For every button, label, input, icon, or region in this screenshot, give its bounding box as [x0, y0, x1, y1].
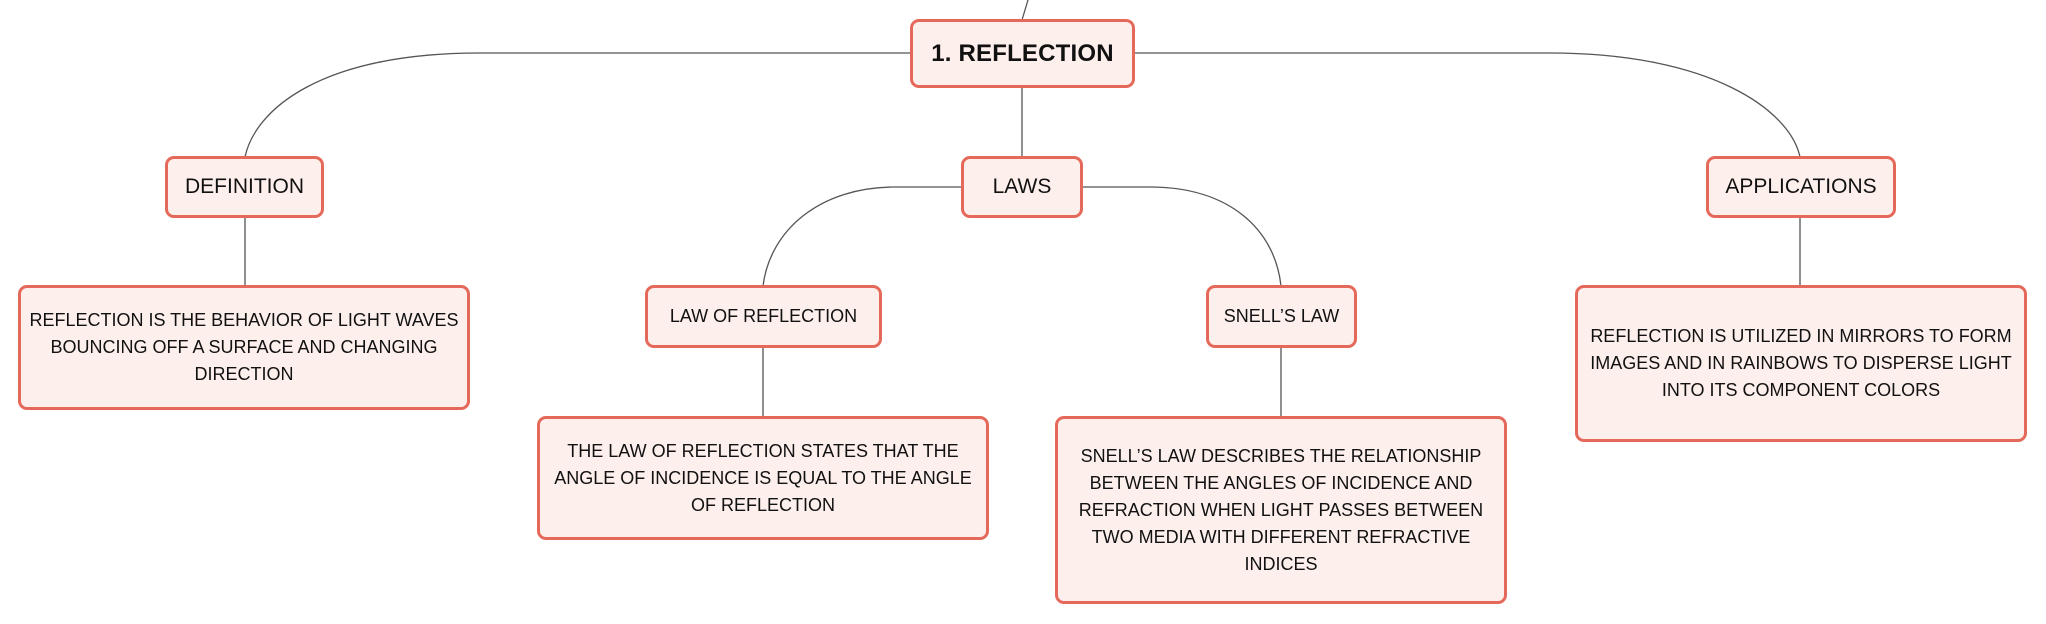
node-law-of-reflection-detail[interactable]: THE LAW OF REFLECTION STATES THAT THE AN…: [537, 416, 989, 540]
connector-root-to-definition: [244, 52, 912, 158]
definition-detail-text: REFLECTION IS THE BEHAVIOR OF LIGHT WAVE…: [29, 310, 459, 384]
laws-label: LAWS: [992, 175, 1052, 198]
connector-laws-to-snells-law: [1082, 186, 1282, 287]
node-snells-law[interactable]: SNELL’S LAW: [1206, 285, 1357, 348]
snells-law-label: SNELL’S LAW: [1223, 306, 1340, 326]
node-definition[interactable]: DEFINITION: [165, 156, 324, 218]
law-of-reflection-label: LAW OF REFLECTION: [669, 306, 858, 326]
applications-detail-text: REFLECTION IS UTILIZED IN MIRRORS TO FOR…: [1590, 326, 2012, 400]
node-applications[interactable]: APPLICATIONS: [1706, 156, 1896, 218]
node-applications-detail[interactable]: REFLECTION IS UTILIZED IN MIRRORS TO FOR…: [1575, 285, 2027, 442]
law-of-reflection-detail-text: THE LAW OF REFLECTION STATES THAT THE AN…: [554, 440, 972, 515]
connector-laws-to-law-of-reflection: [762, 186, 962, 287]
applications-label: APPLICATIONS: [1725, 175, 1877, 198]
definition-label: DEFINITION: [185, 175, 304, 198]
node-law-of-reflection[interactable]: LAW OF REFLECTION: [645, 285, 882, 348]
node-snells-law-detail[interactable]: SNELL’S LAW DESCRIBES THE RELATIONSHIP B…: [1055, 416, 1507, 604]
node-laws[interactable]: LAWS: [961, 156, 1083, 218]
snells-law-detail-text: SNELL’S LAW DESCRIBES THE RELATIONSHIP B…: [1078, 445, 1484, 574]
root-node-reflection[interactable]: 1. REFLECTION: [910, 19, 1135, 88]
root-label: 1. REFLECTION: [931, 39, 1114, 67]
node-definition-detail[interactable]: REFLECTION IS THE BEHAVIOR OF LIGHT WAVE…: [18, 285, 470, 410]
connector-root-to-applications: [1133, 52, 1801, 158]
connector-root-parent: [1021, 0, 1029, 21]
